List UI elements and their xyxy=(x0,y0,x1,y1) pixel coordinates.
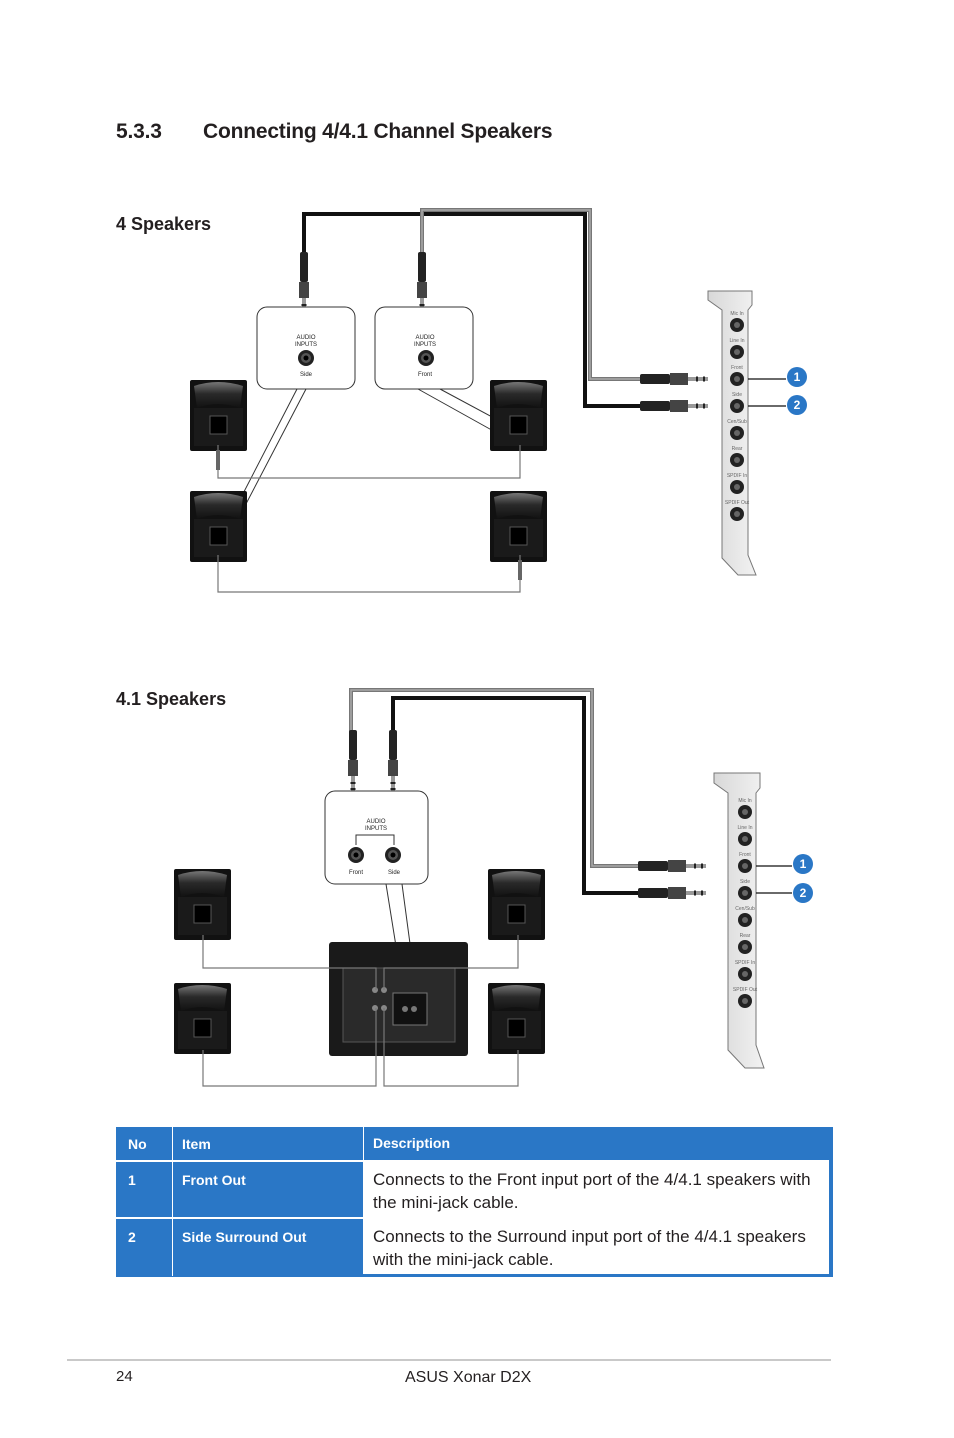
section-number: 5.3.3 xyxy=(116,120,162,143)
header-no: No xyxy=(116,1127,173,1161)
card-port-label: SPDIF In xyxy=(727,473,748,479)
side-box-input-label-2: INPUTS xyxy=(295,342,317,348)
card-port-hole-icon xyxy=(734,376,740,382)
speaker-icon xyxy=(489,379,548,452)
front-input-jack-icon xyxy=(418,350,434,366)
card-port-label: Line In xyxy=(737,825,752,831)
side-box-label: Side xyxy=(388,870,401,876)
side-plug-icon xyxy=(388,730,398,794)
header-item: Item xyxy=(172,1127,364,1161)
front-box-label: Front xyxy=(349,870,363,876)
card-port-hole-icon xyxy=(734,484,740,490)
card-port-label: Front xyxy=(731,365,743,371)
callout-2-badge xyxy=(793,883,813,903)
box-input-label: AUDIO xyxy=(366,819,385,825)
card-port-label: Cen/Sub xyxy=(735,906,755,912)
card-port-label: Line In xyxy=(729,338,744,344)
card-port-hole-icon xyxy=(734,511,740,517)
card-port-hole-icon xyxy=(734,349,740,355)
side-input-jack-icon xyxy=(385,847,401,863)
card-port-label: Mic In xyxy=(730,311,744,317)
row-description: Connects to the Front input port of the … xyxy=(363,1160,833,1218)
card-port-hole-icon xyxy=(742,863,748,869)
port-description-table: No Item Description 1 Front Out Connects… xyxy=(116,1127,833,1277)
card-port-label: SPDIF In xyxy=(735,960,756,966)
diagram2-label: 4.1 Speakers xyxy=(116,689,227,709)
front-box-input-label-2: INPUTS xyxy=(414,342,436,348)
header-description: Description xyxy=(363,1127,833,1161)
card-port-label: Front xyxy=(739,852,751,858)
footer-divider xyxy=(67,1359,831,1361)
row-item: Front Out xyxy=(172,1160,364,1218)
card-port-hole-icon xyxy=(742,890,748,896)
box-input-label-2: INPUTS xyxy=(365,826,387,832)
card-port-hole-icon xyxy=(742,944,748,950)
speaker-icon xyxy=(489,490,548,563)
side-out-plug-icon xyxy=(640,400,708,412)
callout-2-label: 2 xyxy=(794,398,801,412)
front-plug-icon xyxy=(348,730,358,794)
speaker-icon xyxy=(173,982,232,1055)
card-port-hole-icon xyxy=(734,403,740,409)
card-port-hole-icon xyxy=(734,457,740,463)
section-title: Connecting 4/4.1 Channel Speakers xyxy=(203,120,553,143)
row-no: 1 xyxy=(116,1160,173,1218)
front-box-label: Front xyxy=(418,372,432,378)
row-no: 2 xyxy=(116,1217,173,1276)
speaker-icon xyxy=(173,868,232,941)
row-description: Connects to the Surround input port of t… xyxy=(363,1217,833,1277)
side-input-jack-icon xyxy=(298,350,314,366)
card-port-label: Side xyxy=(740,879,750,885)
card-port-label: SPDIF Out xyxy=(733,987,758,993)
callout-2-badge xyxy=(787,395,807,415)
card-port-hole-icon xyxy=(734,430,740,436)
card-port-hole-icon xyxy=(734,322,740,328)
table-header-row: No Item Description xyxy=(116,1127,833,1161)
side-box-input-label: AUDIO xyxy=(296,335,315,341)
diagram1: AUDIO INPUTS Side AUDIO INPUTS Front 1 xyxy=(189,208,807,593)
card-port-label: Rear xyxy=(740,933,751,939)
diagram2: AUDIO INPUTS Front Side xyxy=(173,688,813,1087)
callout-2-label: 2 xyxy=(800,886,807,900)
speaker-icon xyxy=(189,379,248,452)
speaker-icon xyxy=(487,982,546,1055)
front-out-plug-icon xyxy=(640,373,708,385)
table-row: 2 Side Surround Out Connects to the Surr… xyxy=(116,1217,833,1277)
card-port-hole-icon xyxy=(742,809,748,815)
card-port-label: SPDIF Out xyxy=(725,500,750,506)
card-port-label: Mic In xyxy=(738,798,752,804)
card-port-hole-icon xyxy=(742,998,748,1004)
row-item: Side Surround Out xyxy=(172,1217,364,1276)
table-row: 1 Front Out Connects to the Front input … xyxy=(116,1160,833,1218)
front-input-jack-icon xyxy=(348,847,364,863)
page-number: 24 xyxy=(116,1368,133,1385)
side-out-plug-icon xyxy=(638,887,706,899)
card-port-hole-icon xyxy=(742,836,748,842)
side-box-label: Side xyxy=(300,372,313,378)
diagram1-label: 4 Speakers xyxy=(116,214,212,234)
front-out-plug-icon xyxy=(638,860,706,872)
callout-1-badge xyxy=(793,854,813,874)
side-plug-icon xyxy=(299,252,309,316)
card-port-hole-icon xyxy=(742,971,748,977)
card-port-label: Rear xyxy=(732,446,743,452)
callout-1-badge xyxy=(787,367,807,387)
card-port-label: Side xyxy=(732,392,742,398)
connection-diagrams: AUDIO INPUTS Side AUDIO INPUTS Front 1 xyxy=(173,208,813,1087)
front-box-input-label: AUDIO xyxy=(415,335,434,341)
callout-1-label: 1 xyxy=(794,370,801,384)
front-plug-icon xyxy=(417,252,427,316)
product-name: ASUS Xonar D2X xyxy=(405,1369,532,1386)
card-port-label: Cen/Sub xyxy=(727,419,747,425)
speaker-icon xyxy=(189,490,248,563)
callout-1-label: 1 xyxy=(800,857,807,871)
speaker-icon xyxy=(487,868,546,941)
subwoofer-icon xyxy=(329,942,468,1056)
section-heading: 5.3.3 Connecting 4/4.1 Channel Speakers xyxy=(116,120,553,144)
card-port-hole-icon xyxy=(742,917,748,923)
